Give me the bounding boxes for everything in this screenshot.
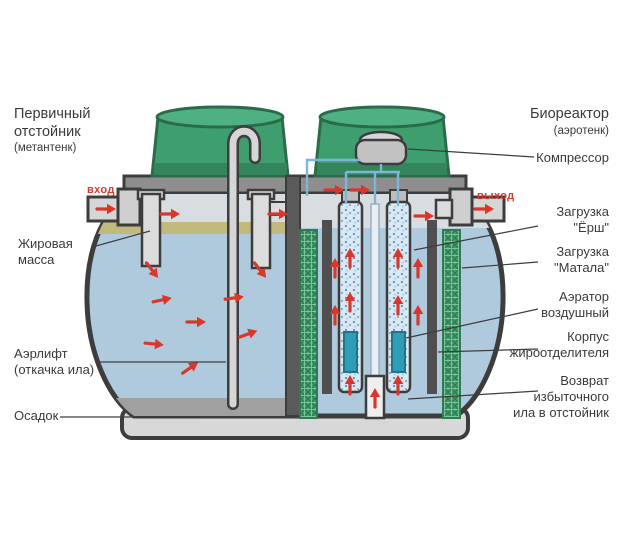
matala-panel-right: [442, 229, 461, 419]
divider-wall: [285, 175, 301, 417]
leader-fat-mass: [95, 230, 151, 247]
bioreactor-label: Биореактор (аэротенк): [530, 106, 609, 137]
leader-sludge-return: [407, 390, 539, 400]
matala-label: Загрузка "Матала": [553, 244, 609, 275]
grease-separator-wall-right: [427, 220, 437, 394]
leader-aerator: [405, 308, 539, 339]
primary-tank-label: Первичный отстойник (метантенк): [14, 106, 91, 155]
airlift-label: Аэрлифт (откачка ила): [14, 346, 95, 377]
matala-panel-left: [299, 229, 318, 419]
leader-grease-body: [437, 348, 539, 353]
aerator-label: Аэратор воздушный: [541, 289, 609, 320]
inlet-tee: [136, 188, 166, 268]
airlift-pipe: [227, 125, 261, 410]
sediment-label: Осадок: [14, 408, 59, 423]
sludge-return-label: Возврат избыточного ила в отстойник: [513, 373, 609, 420]
aerator-left: [343, 331, 358, 373]
grease-separator-wall-left: [322, 220, 332, 394]
leader-lines: [60, 148, 539, 418]
leader-yorsh: [413, 225, 539, 251]
center-air-pipe: [370, 203, 380, 383]
leader-compressor: [407, 148, 535, 158]
compressor-label: Компрессор: [536, 150, 609, 165]
leader-matala: [461, 261, 539, 269]
fat-mass-label: Жировая масса: [18, 236, 73, 267]
compressor: [354, 130, 408, 166]
air-lines: [305, 158, 400, 204]
aerator-right: [391, 331, 406, 373]
grease-body-label: Корпус жироотделителя: [509, 329, 609, 360]
inlet-label: вход: [87, 184, 115, 196]
lid-left: [150, 105, 290, 178]
yorsh-label: Загрузка "Ёрш": [556, 204, 609, 235]
outlet-stub: [434, 198, 454, 220]
outlet-label: выход: [477, 190, 515, 202]
